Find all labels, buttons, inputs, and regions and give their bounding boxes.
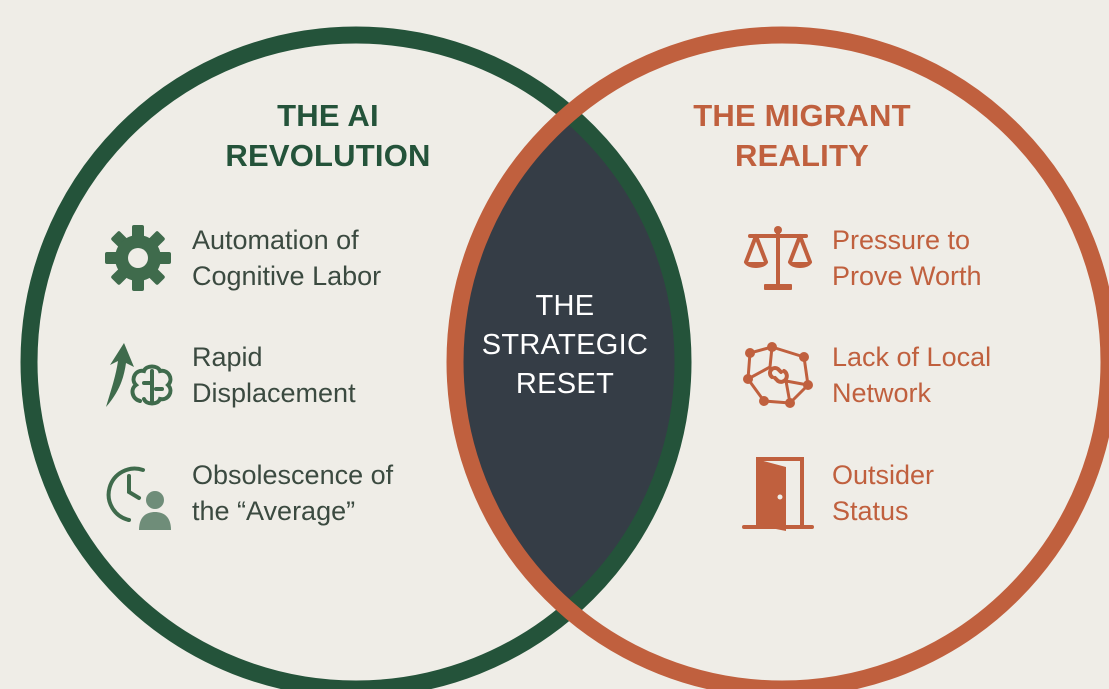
ai-revolution-title: THE AI REVOLUTION	[225, 98, 431, 173]
migrant-item-outsider: Outsider Status	[738, 453, 934, 533]
migrant-reality-title: THE MIGRANT REALITY	[693, 98, 911, 173]
migrant-item-network: Lack of Local Network	[738, 335, 991, 415]
strategic-reset-label: THE STRATEGIC RESET	[481, 290, 649, 400]
open-door-icon	[738, 453, 818, 533]
gear-icon	[98, 218, 178, 298]
clock-person-icon	[98, 453, 178, 533]
right-circle	[446, 26, 1109, 689]
migrant-item-pressure: Pressure to Prove Worth	[738, 218, 982, 298]
ai-item-displacement: Rapid Displacement	[98, 335, 356, 415]
ai-item-label: Rapid Displacement	[192, 342, 356, 408]
overlap-region	[455, 35, 683, 689]
ai-item-label: Obsolescence of the “Average”	[192, 460, 394, 526]
ai-item-label: Automation of Cognitive Labor	[192, 225, 382, 291]
arrow-brain-icon	[98, 335, 178, 415]
scales-icon	[738, 218, 818, 298]
migrant-item-label: Pressure to Prove Worth	[832, 225, 982, 291]
left-circle	[20, 26, 692, 689]
ai-item-obsolescence: Obsolescence of the “Average”	[98, 453, 393, 533]
migrant-item-label: Outsider Status	[832, 460, 935, 526]
migrant-item-label: Lack of Local Network	[832, 342, 992, 408]
ai-item-automation: Automation of Cognitive Labor	[98, 218, 381, 298]
broken-network-icon	[738, 335, 818, 415]
